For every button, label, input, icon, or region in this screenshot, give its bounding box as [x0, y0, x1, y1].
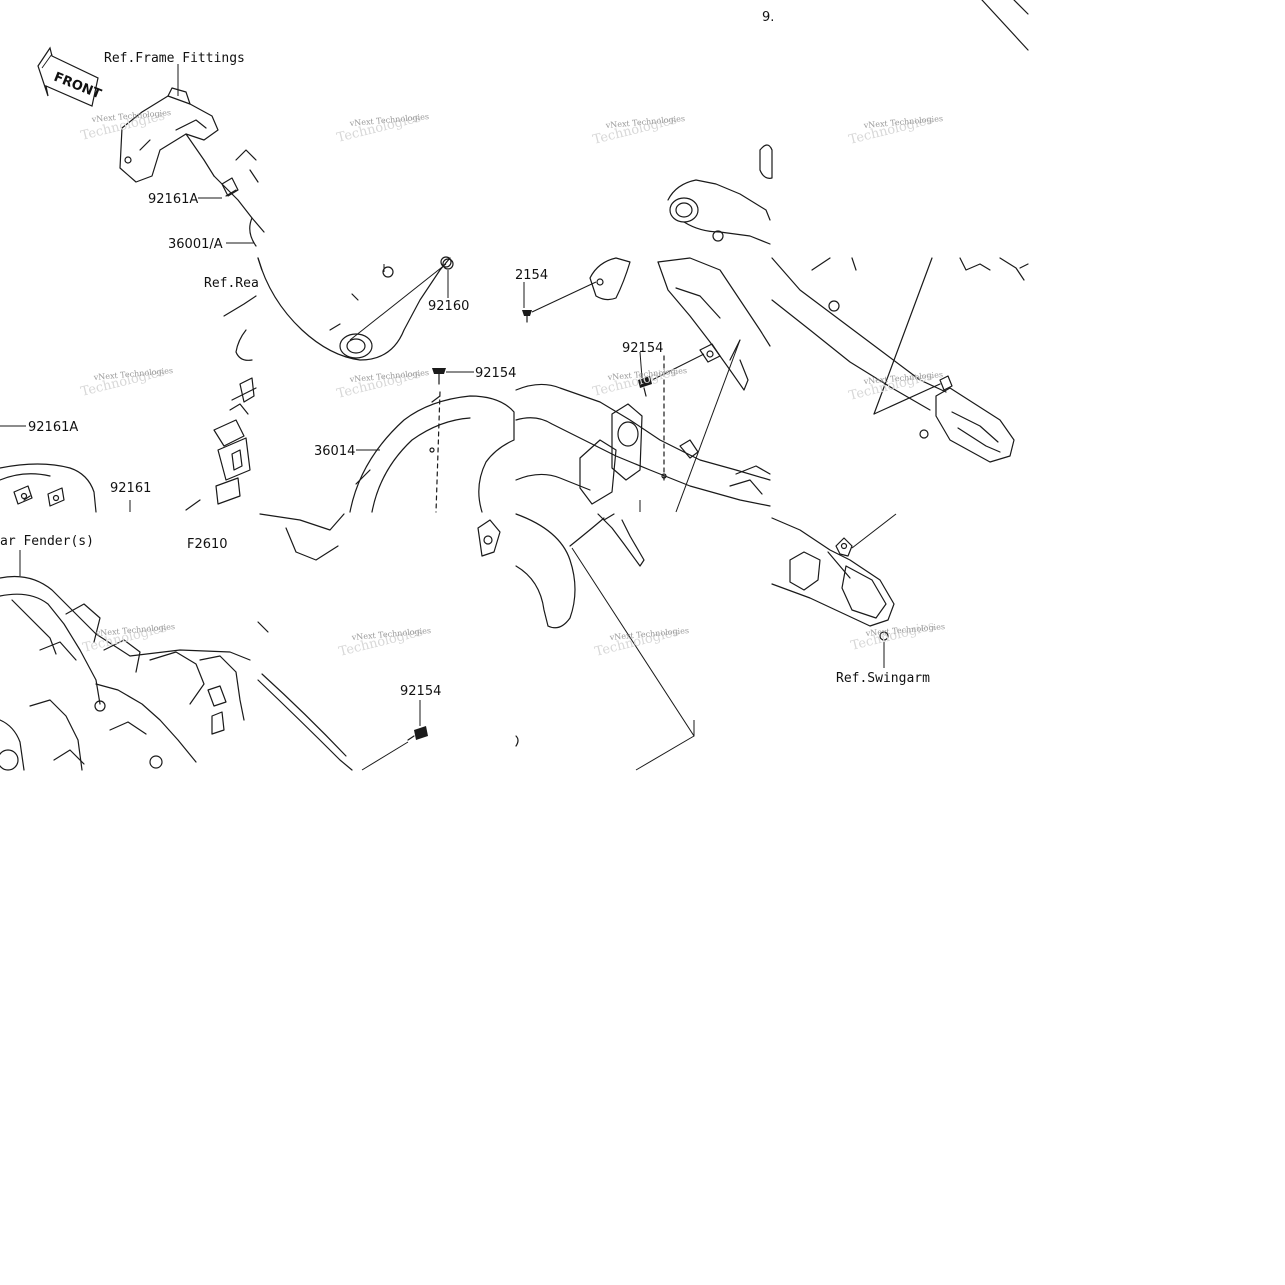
chain-guard-36014: [349, 391, 515, 513]
frame-bracket: [119, 87, 265, 247]
label-92154-bottom: 92154: [400, 684, 441, 699]
swingarm-body-center: [515, 355, 771, 507]
part-labels: Ref.Frame Fittings 9. 92161A 36001/A Ref…: [0, 10, 930, 699]
figure-code: F2610: [187, 537, 228, 552]
bolt-92154-mid-icon: [638, 376, 652, 397]
rear-frame-assembly: [185, 295, 257, 511]
bolt-92154-bottom-icon: [407, 726, 428, 741]
label-36001A: 36001/A: [168, 237, 223, 252]
label-92161A-left: 92161A: [28, 420, 78, 435]
label-ref-rear-partial: Ref.Rea: [204, 276, 259, 291]
top-right-edge-line: [981, 0, 1029, 51]
fender-bracket-left: [0, 463, 97, 513]
fender-lower-center: [257, 513, 501, 771]
swingarm-pivot-top: [667, 144, 773, 245]
label-ref-swingarm: Ref.Swingarm: [836, 671, 930, 686]
swingarm-end-right: [771, 517, 895, 627]
label-92161: 92161: [110, 481, 151, 496]
nut-92160-icon: [442, 258, 454, 270]
label-corner-fragment: 9.: [762, 10, 774, 25]
label-92160: 92160: [428, 299, 469, 314]
swingarm-upper-left: [257, 256, 452, 361]
front-arrow-icon: FRONT: [37, 46, 103, 107]
label-rear-fenders-partial: ar Fender(s): [0, 534, 94, 549]
label-92161A-top: 92161A: [148, 192, 198, 207]
bolt-2154-icon: [522, 310, 532, 323]
clip-92161A-icon: [23, 495, 31, 501]
label-ref-frame-fittings: Ref.Frame Fittings: [104, 51, 245, 66]
label-92154-center: 92154: [475, 366, 516, 381]
label-92154-mid: 92154: [622, 341, 663, 356]
label-36014: 36014: [314, 444, 355, 459]
leader-lines: [0, 64, 897, 771]
bolt-92154-center-icon: [432, 368, 446, 385]
swingarm-right: [771, 257, 1029, 463]
rear-fender-body: [0, 575, 251, 771]
chain-guard-upper: [589, 257, 771, 391]
chain-guard-lower: [515, 513, 645, 747]
label-2154: 2154: [515, 268, 548, 283]
